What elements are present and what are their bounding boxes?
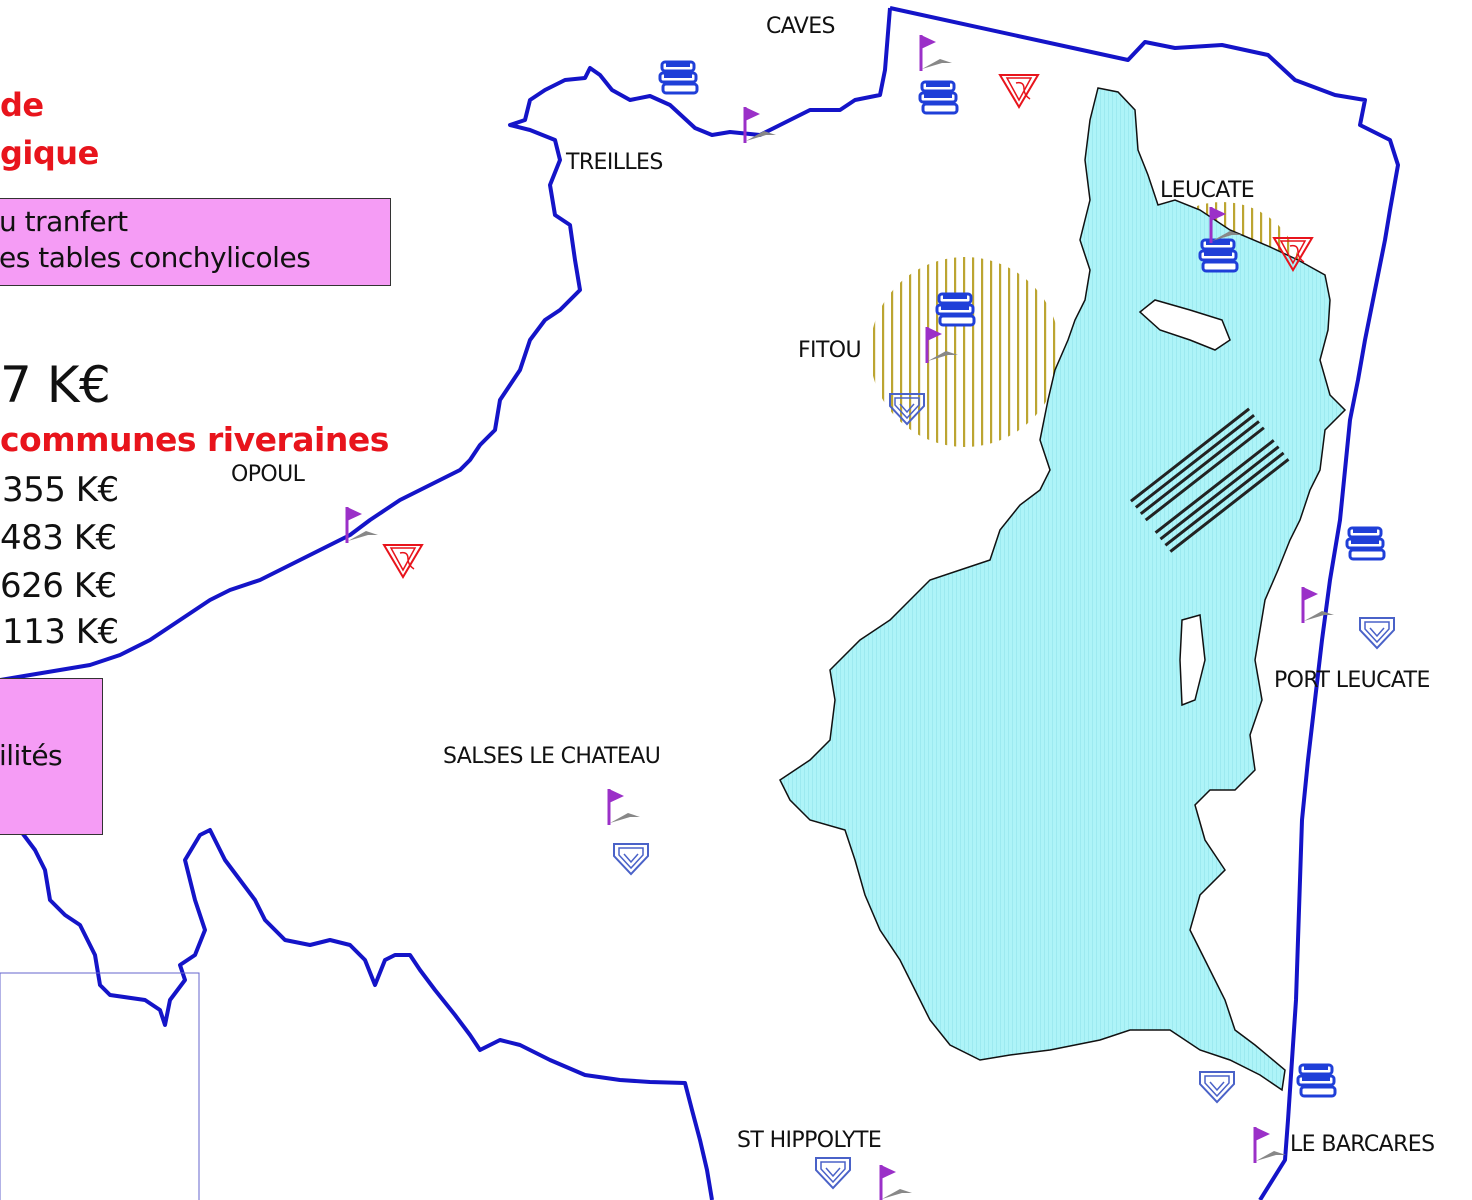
red-triangle-icon <box>999 74 1039 108</box>
legend-box-line2: es tables conchylicoles <box>0 241 311 274</box>
blue-shield-icon <box>1199 1071 1235 1103</box>
town-label-treilles: TREILLES <box>566 150 663 175</box>
legend-box-transfer: u tranfert es tables conchylicoles <box>0 198 391 286</box>
town-label-fitou: FITOU <box>798 338 862 363</box>
inset-frame <box>0 972 200 1200</box>
lagoon-island <box>1179 614 1206 707</box>
flag-icon <box>743 105 778 145</box>
leucate-peninsula <box>1138 299 1231 351</box>
legend-amount-2: 483 K€ <box>0 518 117 558</box>
books-icon <box>1296 1063 1337 1098</box>
town-label-leucate: LEUCATE <box>1160 178 1255 203</box>
blue-shield-icon <box>1359 617 1395 649</box>
blue-shield-icon <box>815 1157 851 1189</box>
legend-box2-text: ilités <box>0 739 63 772</box>
town-label-port-leucate: PORT LEUCATE <box>1274 668 1430 693</box>
legend-amount-4: 113 K€ <box>2 612 119 652</box>
legend-heading-line2: gique <box>0 134 99 172</box>
commune-boundary <box>0 6 1400 1200</box>
books-icon <box>1345 526 1386 561</box>
flag-icon <box>919 33 954 73</box>
flag-icon <box>607 787 642 827</box>
red-triangle-icon <box>383 544 423 578</box>
legend-heading-line1: de <box>0 86 44 124</box>
town-label-opoul: OPOUL <box>231 462 305 487</box>
legend-amount-1: 355 K€ <box>2 470 119 510</box>
books-icon <box>935 292 976 327</box>
legend-box-line1: u tranfert <box>0 205 128 238</box>
books-icon <box>658 60 699 95</box>
hatch-zone-fitou <box>870 257 1060 447</box>
flag-icon <box>1253 1125 1288 1165</box>
legend-total-amount: 7 K€ <box>0 356 111 414</box>
books-icon <box>1198 238 1239 273</box>
shellfish-tables <box>1130 407 1290 553</box>
town-label-le-barcares: LE BARCARES <box>1290 1132 1435 1157</box>
town-label-salses: SALSES LE CHATEAU <box>443 744 661 769</box>
legend-box-responsibilities: ilités <box>0 678 103 835</box>
blue-shield-icon <box>613 843 649 875</box>
books-icon <box>918 80 959 115</box>
town-label-caves: CAVES <box>766 14 836 39</box>
legend-subheading: communes riveraines <box>0 420 389 459</box>
flag-icon <box>879 1163 914 1200</box>
legend-amount-3: 626 K€ <box>0 566 117 606</box>
town-label-st-hippolyte: ST HIPPOLYTE <box>737 1128 882 1153</box>
